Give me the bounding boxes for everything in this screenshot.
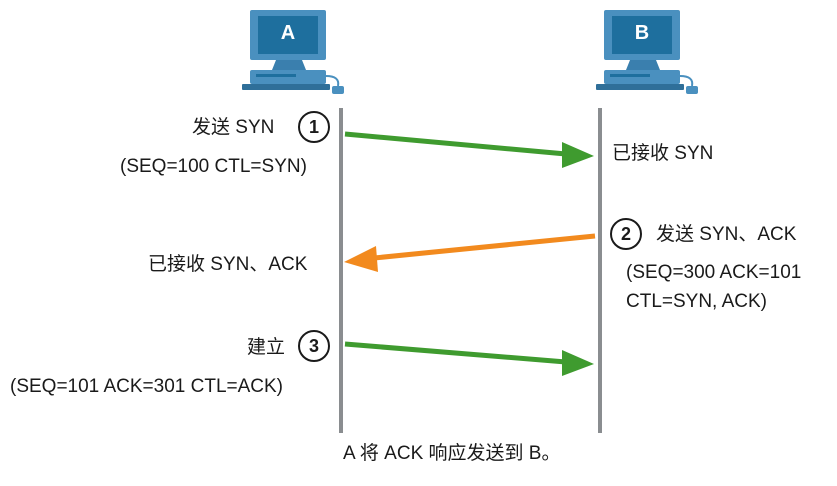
syn-ack-arrow: [344, 233, 596, 272]
step2-receiver-status: 已接收 SYN、ACK: [148, 254, 308, 275]
step2-detail-line2: CTL=SYN, ACK): [626, 291, 767, 312]
step3-action: 建立: [247, 337, 286, 358]
diagram-caption: A 将 ACK 响应发送到 B。: [343, 443, 561, 464]
step1-receiver-status: 已接收 SYN: [612, 143, 714, 164]
host-b-timeline: [598, 108, 602, 433]
host-b-computer: B: [590, 8, 700, 98]
step3-number-badge: 3: [298, 330, 330, 362]
step1-number-badge: 1: [298, 111, 330, 143]
step1-detail: (SEQ=100 CTL=SYN): [120, 156, 307, 177]
step2-detail-line1: (SEQ=300 ACK=101: [626, 262, 802, 283]
step3-detail: (SEQ=101 ACK=301 CTL=ACK): [10, 376, 284, 397]
host-a-label: A: [280, 22, 296, 44]
host-b-label: B: [634, 22, 650, 44]
syn-arrow: [344, 131, 594, 168]
step2-action: 发送 SYN、ACK: [656, 224, 797, 245]
step2-number-badge: 2: [610, 218, 642, 250]
host-a-timeline: [339, 108, 343, 433]
host-a-computer: A: [236, 8, 346, 98]
ack-arrow: [344, 341, 594, 376]
step1-action: 发送 SYN: [192, 117, 275, 138]
computer-icon: [242, 10, 344, 94]
computer-icon: [596, 10, 698, 94]
